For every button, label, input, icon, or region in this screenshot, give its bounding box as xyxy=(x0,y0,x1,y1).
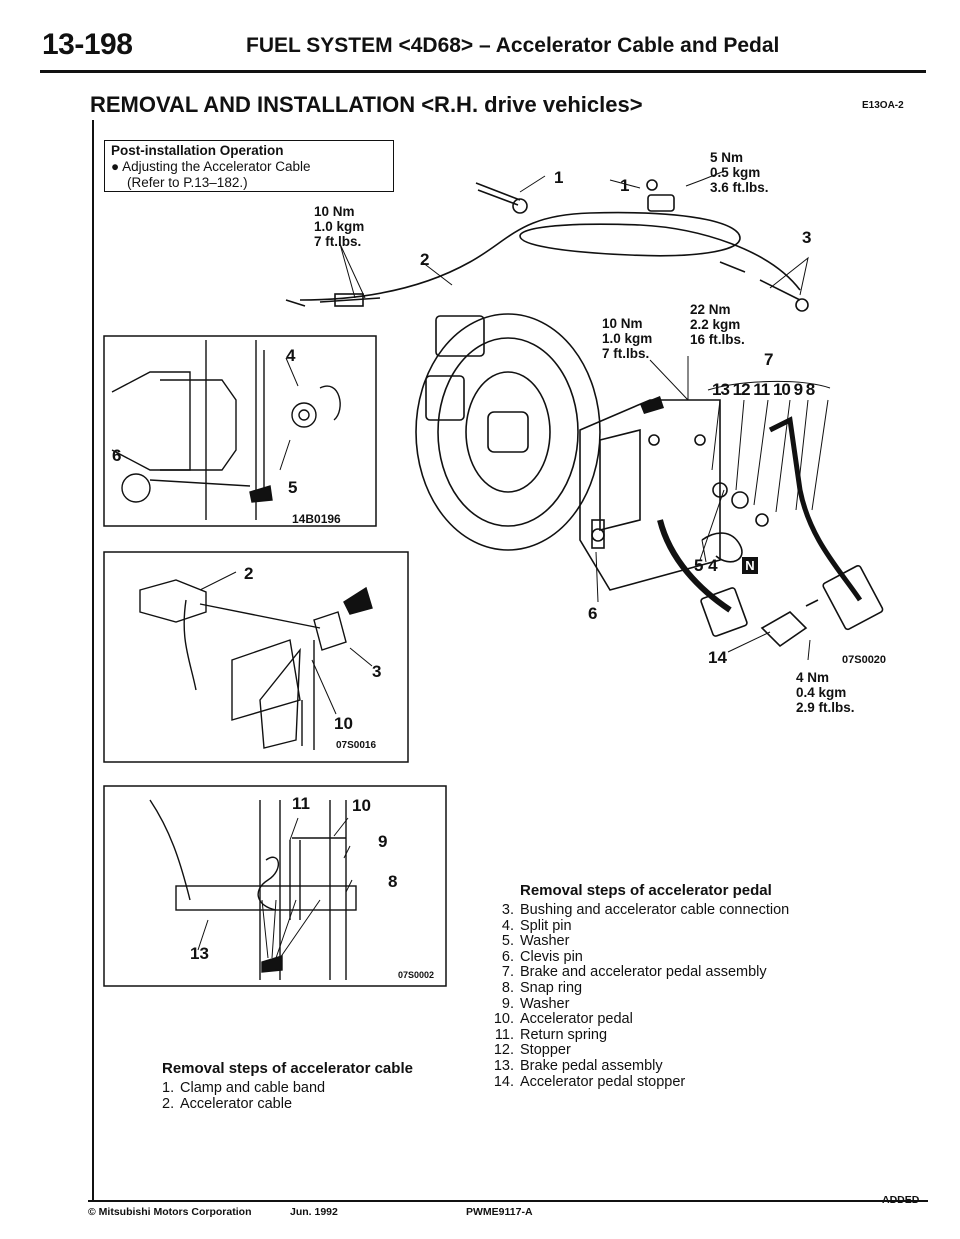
footer-rule xyxy=(88,1200,928,1202)
list-item: 1.Clamp and cable band xyxy=(162,1080,326,1096)
list-item: 5.Washer xyxy=(501,933,570,950)
pedal-steps-title: Removal steps of accelerator pedal xyxy=(520,882,772,899)
page-number: 13-198 xyxy=(42,28,133,61)
footer-copyright: © Mitsubishi Motors Corporation xyxy=(88,1206,252,1218)
figure-code-detail2: 07S0016 xyxy=(336,740,377,751)
torque-nm: 22 Nm xyxy=(690,302,731,317)
detail3-callout-10: 10 xyxy=(352,796,371,815)
callout-3: 3 xyxy=(802,228,812,247)
detail3-callout-11: 11 xyxy=(292,794,310,813)
list-item: 2.Accelerator cable xyxy=(162,1095,293,1112)
torque-cable-bracket: 10 Nm 1.0 kgm 7 ft.lbs. xyxy=(314,204,364,249)
list-item: 9.Washer xyxy=(501,995,570,1012)
footer-date: Jun. 1992 xyxy=(290,1206,338,1218)
figure-code-detail3: 07S0002 xyxy=(398,970,435,980)
cable-steps: Removal steps of accelerator cable 1.Cla… xyxy=(162,1060,413,1112)
torque-ftlb: 7 ft.lbs. xyxy=(602,346,650,361)
detail3-callout-8: 8 xyxy=(388,872,398,891)
figure-code-main: 07S0020 xyxy=(842,654,887,666)
callout-n-badge: N xyxy=(742,557,758,574)
post-installation-box: Post-installation Operation ● Adjusting … xyxy=(104,140,394,192)
torque-nm: 10 Nm xyxy=(602,316,643,331)
post-installation-ref: (Refer to P.13–182.) xyxy=(127,175,248,190)
list-item: 3.Bushing and accelerator cable connecti… xyxy=(501,902,790,918)
header-rule xyxy=(40,70,926,73)
callout-2: 2 xyxy=(420,250,430,269)
torque-nm: 5 Nm xyxy=(710,150,744,165)
section-code: E13OA-2 xyxy=(862,100,904,111)
list-item: 7.Brake and accelerator pedal assembly xyxy=(501,964,767,981)
list-item: 4.Split pin xyxy=(501,917,572,934)
callout-1b: 1 xyxy=(620,176,630,195)
footer-doc-number: PWME9117-A xyxy=(466,1206,533,1218)
detail2-callout-10: 10 xyxy=(334,714,353,733)
cable-steps-title: Removal steps of accelerator cable xyxy=(162,1060,413,1077)
accelerator-cable-drawing xyxy=(299,211,801,301)
list-item: 13.Brake pedal assembly xyxy=(493,1057,663,1074)
callout-5-4: 5 4 xyxy=(694,556,718,575)
callout-1a: 1 xyxy=(554,168,564,187)
torque-ftlb: 16 ft.lbs. xyxy=(690,332,745,347)
torque-pedal-bracket: 10 Nm 1.0 kgm 7 ft.lbs. xyxy=(602,316,652,361)
list-item: 10.Accelerator pedal xyxy=(493,1011,633,1028)
list-item: 14.Accelerator pedal stopper xyxy=(493,1073,686,1090)
post-installation-heading: Post-installation Operation xyxy=(111,143,284,158)
callout-6: 6 xyxy=(588,604,598,623)
list-item: 11.Return spring xyxy=(494,1026,608,1043)
detail2-callout-3: 3 xyxy=(372,662,382,681)
page-header-title: FUEL SYSTEM <4D68> – Accelerator Cable a… xyxy=(246,34,780,57)
torque-kgm: 0.5 kgm xyxy=(710,165,761,180)
section-title: REMOVAL AND INSTALLATION <R.H. drive veh… xyxy=(90,92,643,117)
torque-ftlb: 3.6 ft.lbs. xyxy=(710,180,769,195)
pedal-steps: Removal steps of accelerator pedal 3.Bus… xyxy=(492,882,789,1090)
list-item: 12.Stopper xyxy=(493,1042,571,1059)
list-item: 6.Clevis pin xyxy=(501,948,583,965)
torque-ftlb: 2.9 ft.lbs. xyxy=(796,700,855,715)
torque-nm: 4 Nm xyxy=(796,670,830,685)
callout-7: 7 xyxy=(764,350,774,369)
detail1-callout-6: 6 xyxy=(112,446,122,465)
callout-row: 13 12 11 10 9 8 xyxy=(712,380,815,399)
footer-status: ADDED xyxy=(882,1194,920,1206)
detail3-callout-9: 9 xyxy=(378,832,388,851)
figure-code-detail1: 14B0196 xyxy=(292,512,341,526)
detail1-callout-4: 4 xyxy=(286,346,296,365)
post-installation-item: ● Adjusting the Accelerator Cable xyxy=(111,159,311,174)
detail3-callout-13: 13 xyxy=(190,944,209,963)
torque-kgm: 1.0 kgm xyxy=(314,219,365,234)
left-margin-bar xyxy=(92,120,94,1200)
detail2-callout-2: 2 xyxy=(244,564,254,583)
torque-nm: 10 Nm xyxy=(314,204,355,219)
torque-pedal-assembly: 22 Nm 2.2 kgm 16 ft.lbs. xyxy=(690,302,745,347)
torque-kgm: 1.0 kgm xyxy=(602,331,653,346)
list-item: 8.Snap ring xyxy=(501,979,583,996)
torque-kgm: 0.4 kgm xyxy=(796,685,847,700)
detail1-callout-5: 5 xyxy=(288,478,298,497)
torque-stopper: 4 Nm 0.4 kgm 2.9 ft.lbs. xyxy=(796,670,855,715)
callout-14: 14 xyxy=(708,648,727,667)
torque-clamp: 5 Nm 0.5 kgm 3.6 ft.lbs. xyxy=(710,150,769,195)
torque-ftlb: 7 ft.lbs. xyxy=(314,234,362,249)
torque-kgm: 2.2 kgm xyxy=(690,317,741,332)
